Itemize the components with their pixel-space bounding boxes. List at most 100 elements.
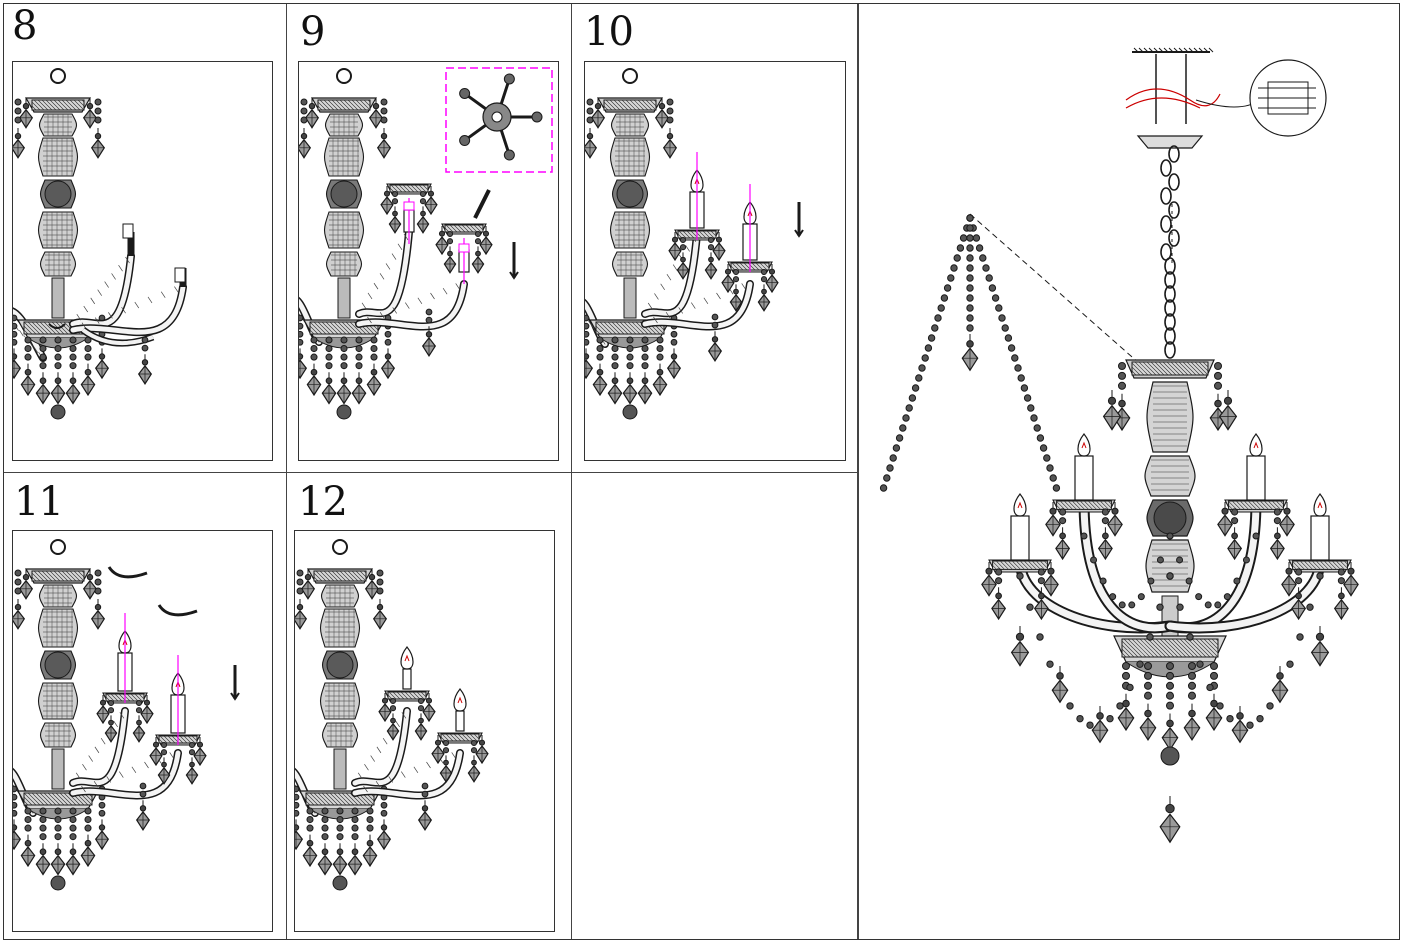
chain-icon [1168,173,1180,191]
crystal-bead [1146,633,1154,641]
crystal-bead [641,353,649,361]
crystal-pendant [662,128,678,159]
crystal-bead [1209,661,1219,671]
glass-ball [44,651,72,679]
crystal-bead [1295,568,1303,576]
crystal-bead [425,308,433,316]
crystal-bead [626,353,634,361]
cut-glass-band [387,691,427,700]
crystal-bead [1213,371,1223,380]
crystal-bead [886,464,894,472]
step-number-12: 12 [298,479,348,525]
crystal-bead [1176,603,1184,611]
crystal-pendant [366,363,382,397]
crystal-bead [13,338,18,346]
socket-collar [458,243,470,253]
crystal-pendant [1161,713,1179,751]
crystal-pendant [13,599,26,630]
crystal-bead [1337,568,1345,576]
spoke-end [459,87,471,99]
crystal-pendant [592,363,608,397]
crystal-bead [366,816,374,824]
crystal-bead [966,294,974,302]
divider-v3 [857,4,859,939]
crystal-bead [474,238,482,245]
crystal-bead [656,336,664,344]
crystal-bead [596,336,604,344]
crystal-pendant [376,128,392,159]
crystal-bead [300,116,308,124]
step-10-panel [584,61,846,461]
crystal-pendant [295,819,304,851]
crystal-pendant [304,98,320,129]
chain-icon [1164,285,1176,303]
crystal-bead [306,816,314,824]
crystal-bead [915,374,923,382]
column-segment [325,251,363,277]
crystal-bead [340,353,348,361]
crystal-bead [956,244,965,252]
crystal-bead [1126,683,1134,692]
crystal-bead [1231,517,1239,525]
center-stem [333,748,347,790]
crystal-bead [84,824,92,832]
crystal-bead [1027,404,1035,412]
crystal-pendant [368,98,384,129]
crystal-bead [1242,556,1250,564]
crystal-bead [1026,603,1034,611]
crystal-pendant [1227,527,1243,561]
crystal-bead [940,294,949,302]
detail-inset-box [445,67,553,173]
crystal-bead [442,747,450,754]
crystal-pendant [157,757,171,785]
bulb-filament [457,696,463,704]
crystal-bead [585,314,590,322]
crystal-bead [336,824,344,832]
crystal-bead [1046,464,1054,472]
crystal-bead [24,345,32,353]
crystal-bead [1273,508,1281,516]
crystal-bead [107,699,115,707]
crystal-pendant [20,834,36,868]
crystal-bead [1143,681,1153,690]
crystal-bead [982,264,990,272]
spoke-end [531,111,543,123]
crystal-pendant [94,348,110,380]
crystal-bead [14,98,22,106]
crystal-bead [141,336,149,344]
crystal-bead [384,338,392,346]
crystal-pendant [135,800,151,832]
divider-h1 [4,472,858,473]
crystal-bead [14,569,22,577]
crystal-bead [321,816,329,824]
crystal-bead [160,749,168,756]
crystal-pendant [424,186,438,216]
crystal-bead [188,741,196,749]
crystal-pendant [435,226,449,256]
candle-sleeve [1074,455,1094,501]
crystal-pendant [13,819,22,851]
crystal-bead [355,336,363,344]
crystal-pendant [321,372,337,405]
crystal-pendant [475,735,489,765]
crystal-pendant [652,363,668,397]
chain-icon [1160,159,1172,177]
crystal-bead [84,807,92,815]
crystal-bead [641,345,649,353]
crystal-bead [306,824,314,832]
column-segment [37,137,79,177]
crystal-bead [94,107,102,115]
crystal-bead [39,345,47,353]
crystal-pendant [622,372,638,405]
crystal-bead [1213,381,1223,390]
crystal-bead [296,569,304,577]
bulb-filament [1081,441,1087,449]
crystal-bead [966,304,974,312]
crystal-bead [380,98,388,106]
hanging-loop [50,68,66,84]
crystal-pendant [299,348,308,380]
step-number-8: 8 [12,3,37,49]
crystal-pendant [479,226,493,256]
crystal-pendant [704,252,718,280]
column-segment [37,608,79,648]
